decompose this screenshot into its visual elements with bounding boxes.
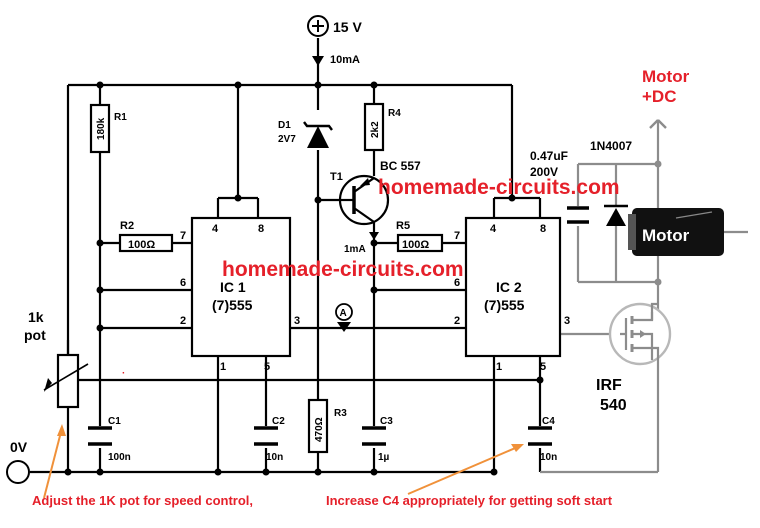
- svg-text:100Ω: 100Ω: [402, 239, 429, 251]
- svg-text:C3: C3: [380, 416, 393, 427]
- svg-text:6: 6: [180, 277, 186, 289]
- svg-text:10n: 10n: [266, 452, 283, 463]
- motor-capacitor: 0.47uF 200V: [530, 149, 589, 224]
- svg-text:R5: R5: [396, 220, 410, 232]
- svg-text:1: 1: [220, 361, 226, 373]
- svg-text:BC 557: BC 557: [380, 159, 421, 173]
- zener-d1: D1 2V7: [278, 120, 333, 148]
- watermark-top: homemade-circuits.com: [378, 176, 620, 199]
- svg-text:1k: 1k: [28, 309, 44, 325]
- svg-text:3: 3: [294, 315, 300, 327]
- svg-text:540: 540: [600, 397, 627, 414]
- supply-terminal: 15 V 10mA: [307, 15, 362, 66]
- svg-text:180k: 180k: [96, 117, 107, 140]
- svg-text:R2: R2: [120, 220, 134, 232]
- svg-text:7: 7: [454, 230, 460, 242]
- speed-control-note: Adjust the 1K pot for speed control,: [32, 493, 253, 508]
- svg-text:IRF: IRF: [596, 377, 622, 394]
- svg-text:5: 5: [540, 361, 546, 373]
- svg-text:100Ω: 100Ω: [128, 239, 155, 251]
- potentiometer-1k: 1k pot: [24, 309, 89, 409]
- svg-text:6: 6: [454, 277, 460, 289]
- svg-text:8: 8: [540, 223, 546, 235]
- svg-text:7: 7: [180, 230, 186, 242]
- svg-text:200V: 200V: [530, 165, 558, 179]
- mosfet-irf540: IRF 540: [596, 302, 672, 414]
- svg-text:0.47uF: 0.47uF: [530, 149, 568, 163]
- svg-text:2V7: 2V7: [278, 134, 296, 145]
- motor-supply-label: Motor +DC: [642, 67, 690, 106]
- svg-text:1mA: 1mA: [344, 244, 366, 255]
- capacitor-c4: C4 10n: [528, 416, 557, 463]
- svg-text:1N4007: 1N4007: [590, 139, 632, 153]
- transistor-t1: T1 BC 557 1mA: [330, 159, 421, 255]
- svg-text:pot: pot: [24, 327, 46, 343]
- svg-text:C4: C4: [542, 416, 555, 427]
- svg-text:3: 3: [564, 315, 570, 327]
- svg-text:1: 1: [496, 361, 502, 373]
- ic2-type: (7)555: [484, 297, 525, 313]
- capacitor-c2: C2 10n: [254, 416, 285, 463]
- stray-mark: ·: [122, 368, 125, 379]
- added-wiring: [540, 119, 748, 474]
- svg-text:+DC: +DC: [642, 87, 676, 106]
- svg-text:8: 8: [258, 223, 264, 235]
- supply-current: 10mA: [330, 54, 360, 66]
- freewheel-diode: 1N4007: [590, 139, 632, 226]
- svg-text:4: 4: [490, 223, 497, 235]
- ic2-555: 4 8 7 6 2 3 1 5 IC 2 (7)555: [454, 216, 570, 373]
- svg-text:2: 2: [454, 315, 460, 327]
- svg-text:1µ: 1µ: [378, 452, 390, 463]
- svg-text:T1: T1: [330, 171, 343, 183]
- svg-text:A: A: [340, 308, 347, 319]
- svg-text:C2: C2: [272, 416, 285, 427]
- svg-text:2: 2: [180, 315, 186, 327]
- svg-text:470Ω: 470Ω: [314, 417, 325, 442]
- svg-text:D1: D1: [278, 120, 291, 131]
- ic2-name: IC 2: [496, 279, 522, 295]
- ic1-name: IC 1: [220, 279, 246, 295]
- motor: Motor: [628, 208, 724, 256]
- resistor-r4: 2k2 R4: [363, 102, 401, 152]
- ground-terminal: 0V: [6, 439, 30, 484]
- svg-text:100n: 100n: [108, 452, 131, 463]
- resistor-r1: 180k R1: [89, 103, 127, 154]
- svg-text:4: 4: [212, 223, 219, 235]
- svg-text:R3: R3: [334, 408, 347, 419]
- svg-text:R1: R1: [114, 112, 127, 123]
- supply-voltage: 15 V: [333, 19, 362, 35]
- svg-text:10n: 10n: [540, 452, 557, 463]
- resistor-r5: 100Ω R5: [396, 220, 444, 253]
- svg-text:0V: 0V: [10, 439, 28, 455]
- svg-text:Motor: Motor: [642, 226, 690, 245]
- capacitor-c3: C3 1µ: [362, 416, 393, 463]
- svg-text:C1: C1: [108, 416, 121, 427]
- svg-text:5: 5: [264, 361, 270, 373]
- ic1-type: (7)555: [212, 297, 253, 313]
- resistor-r2: 100Ω R2: [118, 220, 174, 253]
- svg-text:Motor: Motor: [642, 67, 690, 86]
- capacitor-c1: C1 100n: [88, 416, 131, 463]
- node-a-marker: A: [335, 303, 353, 332]
- resistor-r3: 470Ω R3: [307, 398, 347, 454]
- watermark-middle: homemade-circuits.com: [222, 258, 464, 281]
- annotation-arrows: [43, 424, 524, 499]
- soft-start-note: Increase C4 appropriately for getting so…: [326, 493, 613, 508]
- svg-text:2k2: 2k2: [370, 121, 381, 138]
- ic1-555: 4 8 7 6 2 3 1 5 IC 1 (7)555: [180, 216, 300, 373]
- svg-text:R4: R4: [388, 108, 401, 119]
